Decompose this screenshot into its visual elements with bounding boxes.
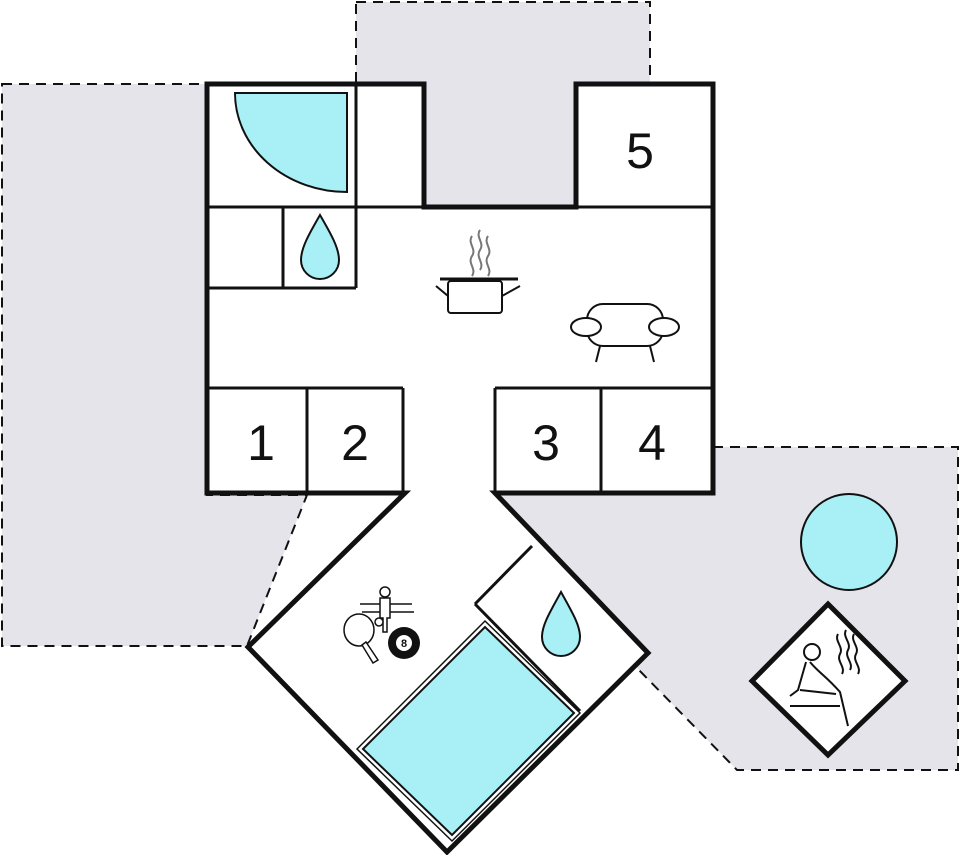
room-number-1: 1 — [247, 415, 275, 471]
outdoor-pool-icon — [800, 493, 898, 591]
interior-walls — [207, 84, 713, 713]
shower-icon — [233, 92, 348, 194]
room-number-2: 2 — [341, 415, 369, 471]
swimming-pool-icon — [355, 619, 582, 843]
billiard-ball-number: 8 — [401, 638, 407, 650]
water-drop-icon — [299, 213, 341, 280]
water-drop-icon — [540, 589, 582, 657]
house-main — [204, 81, 716, 855]
cooking-pot-icon — [435, 229, 521, 314]
room-number-5: 5 — [626, 123, 654, 179]
room-number-4: 4 — [638, 415, 666, 471]
billiard-ball-icon: 8 — [388, 627, 420, 659]
table-tennis-icon — [343, 613, 384, 665]
sofa-icon — [570, 303, 680, 363]
sauna-icon — [748, 600, 909, 759]
room-number-3: 3 — [532, 415, 560, 471]
